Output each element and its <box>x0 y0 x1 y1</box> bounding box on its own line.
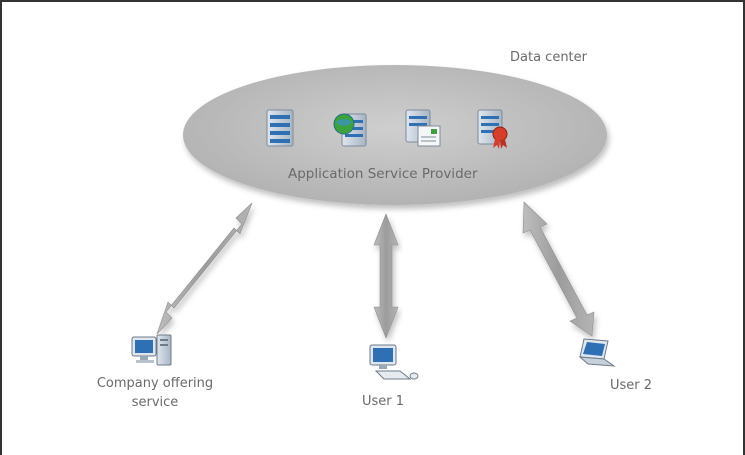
data-center-cloud <box>183 65 607 205</box>
workstation-icon <box>369 344 419 380</box>
arrow-user2-to-provider <box>522 201 595 337</box>
certificate-server-icon <box>477 109 508 149</box>
web-server-globe-icon <box>333 113 367 147</box>
data-center-label: Data center <box>510 50 587 65</box>
user2-node-label: User 2 <box>610 378 653 393</box>
server-stack-icon <box>266 109 294 147</box>
arrow-company-to-provider <box>156 202 253 335</box>
company-node-label: Company offering service <box>96 376 214 410</box>
user1-node-label: User 1 <box>362 394 405 409</box>
desktop-computer-icon <box>131 334 172 366</box>
mail-server-icon <box>405 109 441 147</box>
laptop-icon <box>578 338 616 367</box>
provider-label: Application Service Provider <box>288 166 478 182</box>
arrow-user1-to-provider <box>373 213 399 339</box>
